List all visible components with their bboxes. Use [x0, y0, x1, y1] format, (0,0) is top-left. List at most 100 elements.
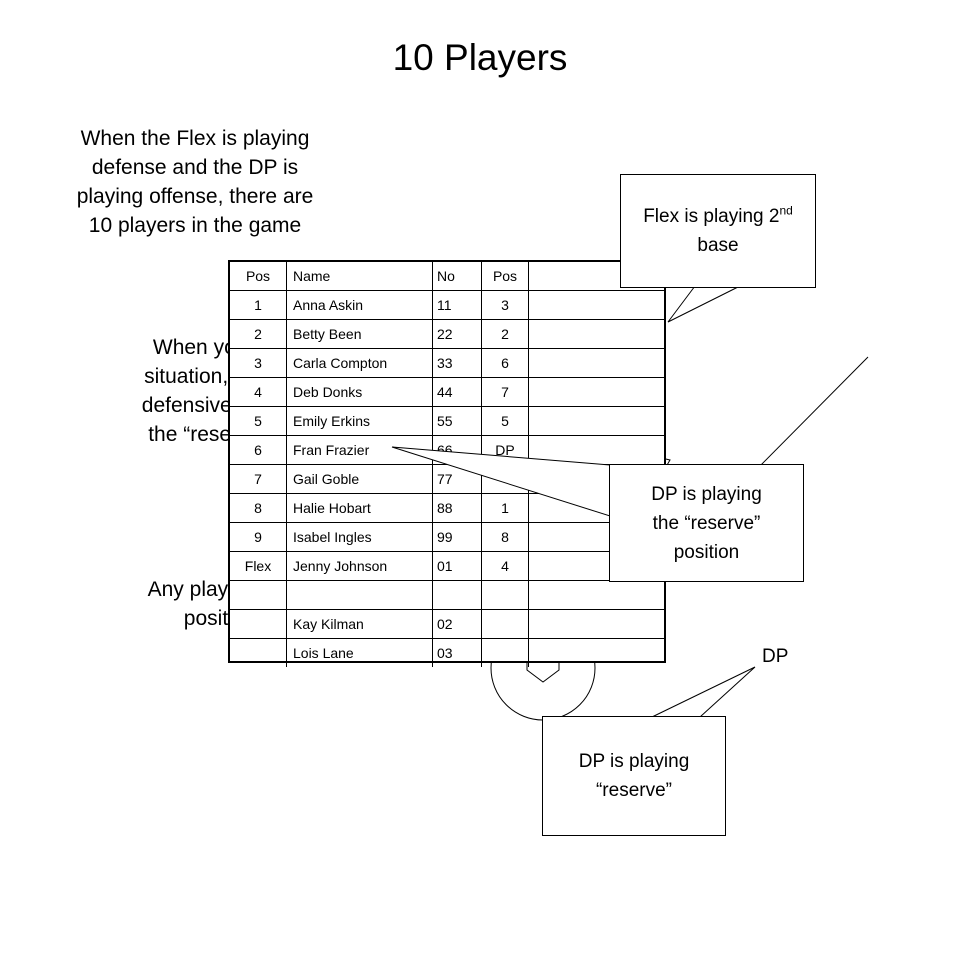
page-title: 10 Players: [392, 37, 568, 78]
lineup-header-cell: Name: [286, 262, 433, 291]
lineup-jersey-number: 33: [432, 348, 482, 378]
lineup-batting-pos: 8: [230, 493, 287, 523]
lineup-jersey-number: 02: [432, 609, 482, 639]
lineup-field-pos: 5: [481, 406, 529, 436]
lineup-player-name: Jenny Johnson: [286, 551, 433, 581]
lineup-extra: [528, 435, 664, 465]
callout-line: “reserve”: [595, 780, 672, 801]
note-intro: When the Flex is playing defense and the…: [40, 124, 350, 240]
lineup-player-name: Emily Erkins: [286, 406, 433, 436]
lineup-batting-pos: [230, 580, 287, 610]
lineup-batting-pos: 6: [230, 435, 287, 465]
lineup-player-name: Lois Lane: [286, 638, 433, 667]
lineup-player-name: Halie Hobart: [286, 493, 433, 523]
callout-dp-reserve-text: DP is playing “reserve”: [579, 747, 690, 805]
field-dp-label: DP: [762, 646, 789, 667]
lineup-batting-pos: 2: [230, 319, 287, 349]
lineup-extra: [528, 377, 664, 407]
lineup-jersey-number: [432, 580, 482, 610]
lineup-batting-pos: 5: [230, 406, 287, 436]
lineup-field-pos: [481, 580, 529, 610]
lineup-batting-pos: 3: [230, 348, 287, 378]
callout-flex-suffix: base: [697, 235, 739, 256]
lineup-header-cell: Pos: [481, 262, 529, 291]
callout-dp-reserve: DP is playing “reserve”: [542, 716, 726, 836]
lineup-field-pos: 6: [481, 348, 529, 378]
note-intro-line: playing offense, there are: [76, 185, 314, 208]
lineup-extra: [528, 290, 664, 320]
callout-dp-reserve-position: DP is playing the “reserve” position: [609, 464, 804, 582]
lineup-field-pos: [481, 638, 529, 667]
lineup-field-pos: 2: [481, 319, 529, 349]
lineup-extra: [528, 319, 664, 349]
callout-flex-text: Flex is playing 2nd base: [643, 202, 793, 260]
lineup-jersey-number: 99: [432, 522, 482, 552]
lineup-jersey-number: 03: [432, 638, 482, 667]
lineup-extra: [528, 406, 664, 436]
table-row: [230, 580, 664, 610]
lineup-extra: [528, 609, 664, 639]
lineup-jersey-number: 11: [432, 290, 482, 320]
lineup-header-cell: Pos: [230, 262, 287, 291]
lineup-player-name: Kay Kilman: [286, 609, 433, 639]
lineup-batting-pos: 9: [230, 522, 287, 552]
lineup-batting-pos: 7: [230, 464, 287, 494]
callout-dp-reserve-position-text: DP is playing the “reserve” position: [651, 480, 762, 567]
lineup-batting-pos: 1: [230, 290, 287, 320]
lineup-player-name: Deb Donks: [286, 377, 433, 407]
callout-line: the “reserve”: [652, 512, 761, 534]
lineup-player-name: Betty Been: [286, 319, 433, 349]
lineup-extra: [528, 348, 664, 378]
lineup-jersey-number: 01: [432, 551, 482, 581]
lineup-batting-pos: [230, 609, 287, 639]
lineup-field-pos: DP: [481, 435, 529, 465]
lineup-header-cell: No: [432, 262, 482, 291]
lineup-jersey-number: 55: [432, 406, 482, 436]
lineup-player-name: Isabel Ingles: [286, 522, 433, 552]
lineup-field-pos: 3: [481, 290, 529, 320]
lineup-jersey-number: 77: [432, 464, 482, 494]
callout-flex-sup: nd: [779, 203, 793, 218]
lineup-player-name: Anna Askin: [286, 290, 433, 320]
lineup-batting-pos: [230, 638, 287, 667]
note-intro-line: 10 players in the game: [88, 214, 302, 237]
lineup-jersey-number: 66: [432, 435, 482, 465]
lineup-batting-pos: 4: [230, 377, 287, 407]
callout-line: position: [673, 541, 740, 563]
lineup-jersey-number: 44: [432, 377, 482, 407]
lineup-field-pos: [481, 609, 529, 639]
lineup-field-pos: 4: [481, 551, 529, 581]
lineup-extra: [529, 639, 665, 668]
lineup-field-pos: 1: [481, 493, 529, 523]
lineup-jersey-number: 22: [432, 319, 482, 349]
lineup-player-name: Carla Compton: [286, 348, 433, 378]
lineup-field-pos: 7: [481, 377, 529, 407]
lineup-extra: [528, 580, 664, 610]
lineup-field-pos: [481, 464, 529, 494]
lineup-player-name: Gail Goble: [286, 464, 433, 494]
callout-line: DP is playing: [651, 483, 762, 505]
callout-flex-second-base: Flex is playing 2nd base: [620, 174, 816, 288]
lineup-player-name: Fran Frazier: [286, 435, 433, 465]
callout-flex-main: Flex is playing 2: [643, 206, 780, 227]
note-intro-line: When the Flex is playing: [80, 127, 310, 150]
callout-line: DP is playing: [578, 751, 690, 772]
lineup-player-name: [286, 580, 433, 610]
lineup-batting-pos: Flex: [230, 551, 287, 581]
lineup-jersey-number: 88: [432, 493, 482, 523]
foul-line-right: [753, 356, 869, 473]
lineup-field-pos: 8: [481, 522, 529, 552]
